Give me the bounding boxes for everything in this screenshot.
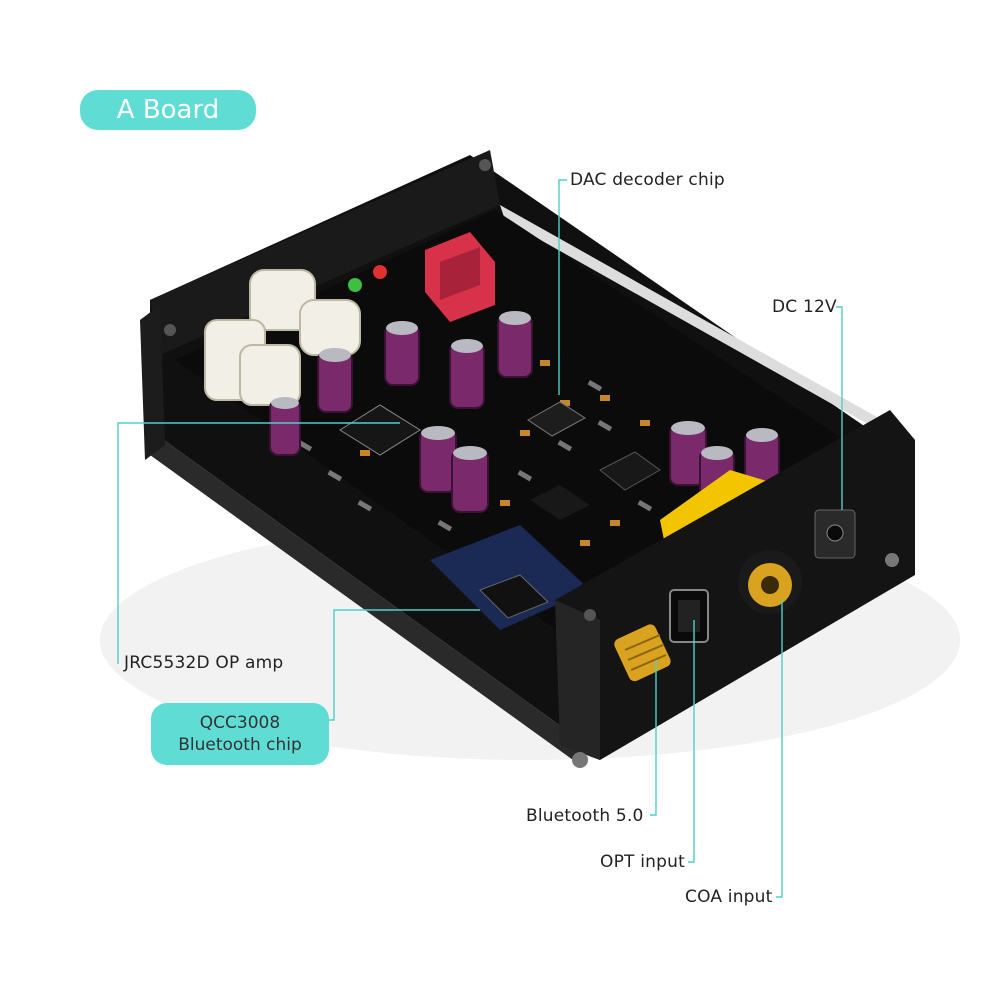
red-switch — [425, 232, 495, 322]
board-title-pill: A Board — [80, 90, 256, 130]
coax-rca-jack — [738, 550, 802, 614]
label-opt-input: OPT input — [600, 852, 685, 872]
opamp-chip — [339, 404, 421, 456]
front-panel — [555, 410, 915, 768]
bluetooth-chip-pill: QCC3008 Bluetooth chip — [151, 703, 329, 765]
output-terminals — [204, 269, 361, 406]
label-dc-12v: DC 12V — [772, 297, 837, 317]
bluetooth-module — [430, 525, 590, 630]
label-dac-decoder-chip: DAC decoder chip — [570, 170, 725, 190]
inductor — [599, 451, 661, 491]
red-led — [373, 265, 387, 279]
bluetooth-chip-desc: Bluetooth chip — [178, 735, 302, 755]
label-opamp: JRC5532D OP amp — [124, 653, 284, 673]
leader-lines — [117, 179, 843, 898]
label-bluetooth-5: Bluetooth 5.0 — [526, 806, 644, 826]
bluetooth-chip-model: QCC3008 — [199, 713, 281, 733]
regulator-chip — [530, 485, 590, 520]
green-led — [348, 278, 362, 292]
dac-decoder-chip — [527, 401, 586, 437]
label-coa-input: COA input — [685, 887, 773, 907]
board-title: A Board — [116, 95, 220, 125]
